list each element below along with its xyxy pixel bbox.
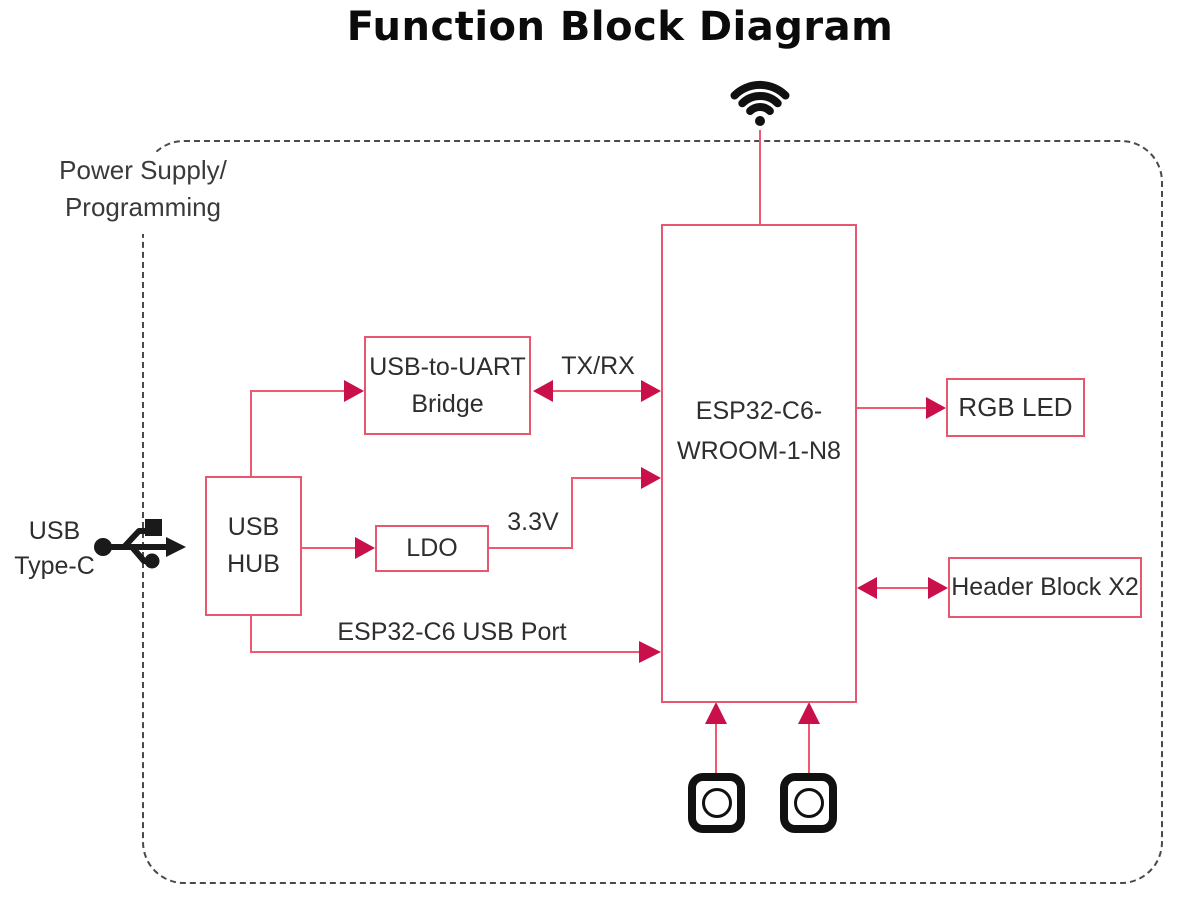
ldo-block: LDO: [375, 525, 489, 572]
rgb-led-block: RGB LED: [946, 378, 1085, 437]
usb-hub-block: USB HUB: [205, 476, 302, 616]
enclosure-label: Power Supply/ Programming: [48, 152, 238, 234]
esp32-usb-port-label: ESP32-C6 USB Port: [337, 618, 567, 646]
button-cap-circle: [793, 788, 824, 818]
esp32-c6-wroom-block: ESP32-C6- WROOM-1-N8: [661, 224, 857, 703]
page-title: Function Block Diagram: [346, 4, 894, 50]
wifi-icon: [730, 80, 790, 126]
usb-type-c-label: USB Type-C: [14, 517, 95, 580]
power-supply-enclosure-border: [142, 140, 1163, 884]
txrx-label: TX/RX: [561, 352, 635, 380]
button-cap-circle: [701, 788, 732, 818]
usb-to-uart-bridge-block: USB-to-UART Bridge: [364, 336, 531, 435]
usb-connector-icon: [94, 519, 186, 569]
push-button-icon: [688, 773, 745, 833]
push-button-icon: [780, 773, 837, 833]
33v-label: 3.3V: [507, 508, 559, 536]
header-block-x2-block: Header Block X2: [948, 557, 1142, 618]
